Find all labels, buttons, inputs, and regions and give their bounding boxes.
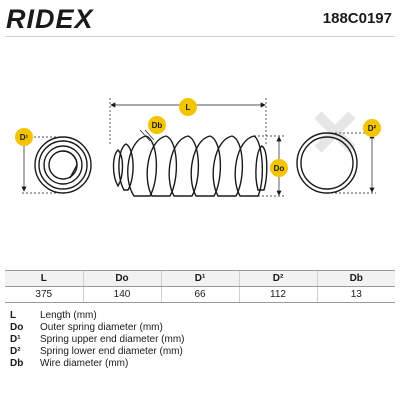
legend-key: Db [10,358,24,369]
legend-description: Outer spring diameter (mm) [40,322,163,333]
header-divider [5,36,395,37]
header-cell-upper: D¹ [160,270,239,287]
value-cell-lower: 112 [238,286,317,303]
outer-badge: Do [270,159,288,177]
wire-dimension [139,129,155,142]
spring-diagram: D¹ L Db Do [15,98,381,197]
header-cell-outer: Do [82,270,161,287]
wire-badge-text: Db [152,121,163,130]
legend-item: Db Wire diameter (mm) [10,358,390,370]
legend-key: D² [10,346,21,357]
legend-item: Do Outer spring diameter (mm) [10,322,390,334]
spec-table-value-row: 375 140 66 112 13 [5,286,395,303]
legend-description: Spring upper end diameter (mm) [40,334,185,345]
length-badge: L [179,98,197,116]
spring-side-view [112,135,268,197]
legend-description: Length (mm) [40,310,97,321]
legend-item: D² Spring lower end diameter (mm) [10,346,390,358]
legend-key: D¹ [10,334,21,345]
d1-badge-text: D¹ [20,133,29,142]
spec-table-header-row: L Do D¹ D² Db [5,270,395,287]
d2-badge: D² [363,119,381,137]
watermark-x [314,111,356,153]
d2-badge-text: D² [368,124,377,133]
header-cell-lower: D² [238,270,317,287]
value-cell-upper: 66 [160,286,239,303]
value-cell-outer: 140 [82,286,161,303]
header-cell-wire: Db [316,270,395,287]
spring-top-view [34,136,92,194]
header: RIDEX 188C0197 [0,0,400,40]
legend-description: Spring lower end diameter (mm) [40,346,183,357]
length-badge-text: L [186,103,191,112]
legend-key: Do [10,322,24,333]
legend-description: Wire diameter (mm) [40,358,129,369]
legend-item: D¹ Spring upper end diameter (mm) [10,334,390,346]
wire-badge: Db [148,116,166,134]
spec-table: L Do D¹ D² Db 375 140 66 112 13 [5,270,395,303]
legend-item: L Length (mm) [10,310,390,322]
value-cell-length: 375 [5,286,83,303]
outer-badge-text: Do [274,164,285,173]
value-cell-wire: 13 [316,286,395,303]
brand-logo: RIDEX [6,4,94,34]
legend-key: L [10,310,17,321]
d1-badge: D¹ [15,128,33,146]
header-cell-length: L [5,270,83,287]
part-number: 188C0197 [322,10,392,27]
legend: L Length (mm) Do Outer spring diameter (… [10,310,390,370]
